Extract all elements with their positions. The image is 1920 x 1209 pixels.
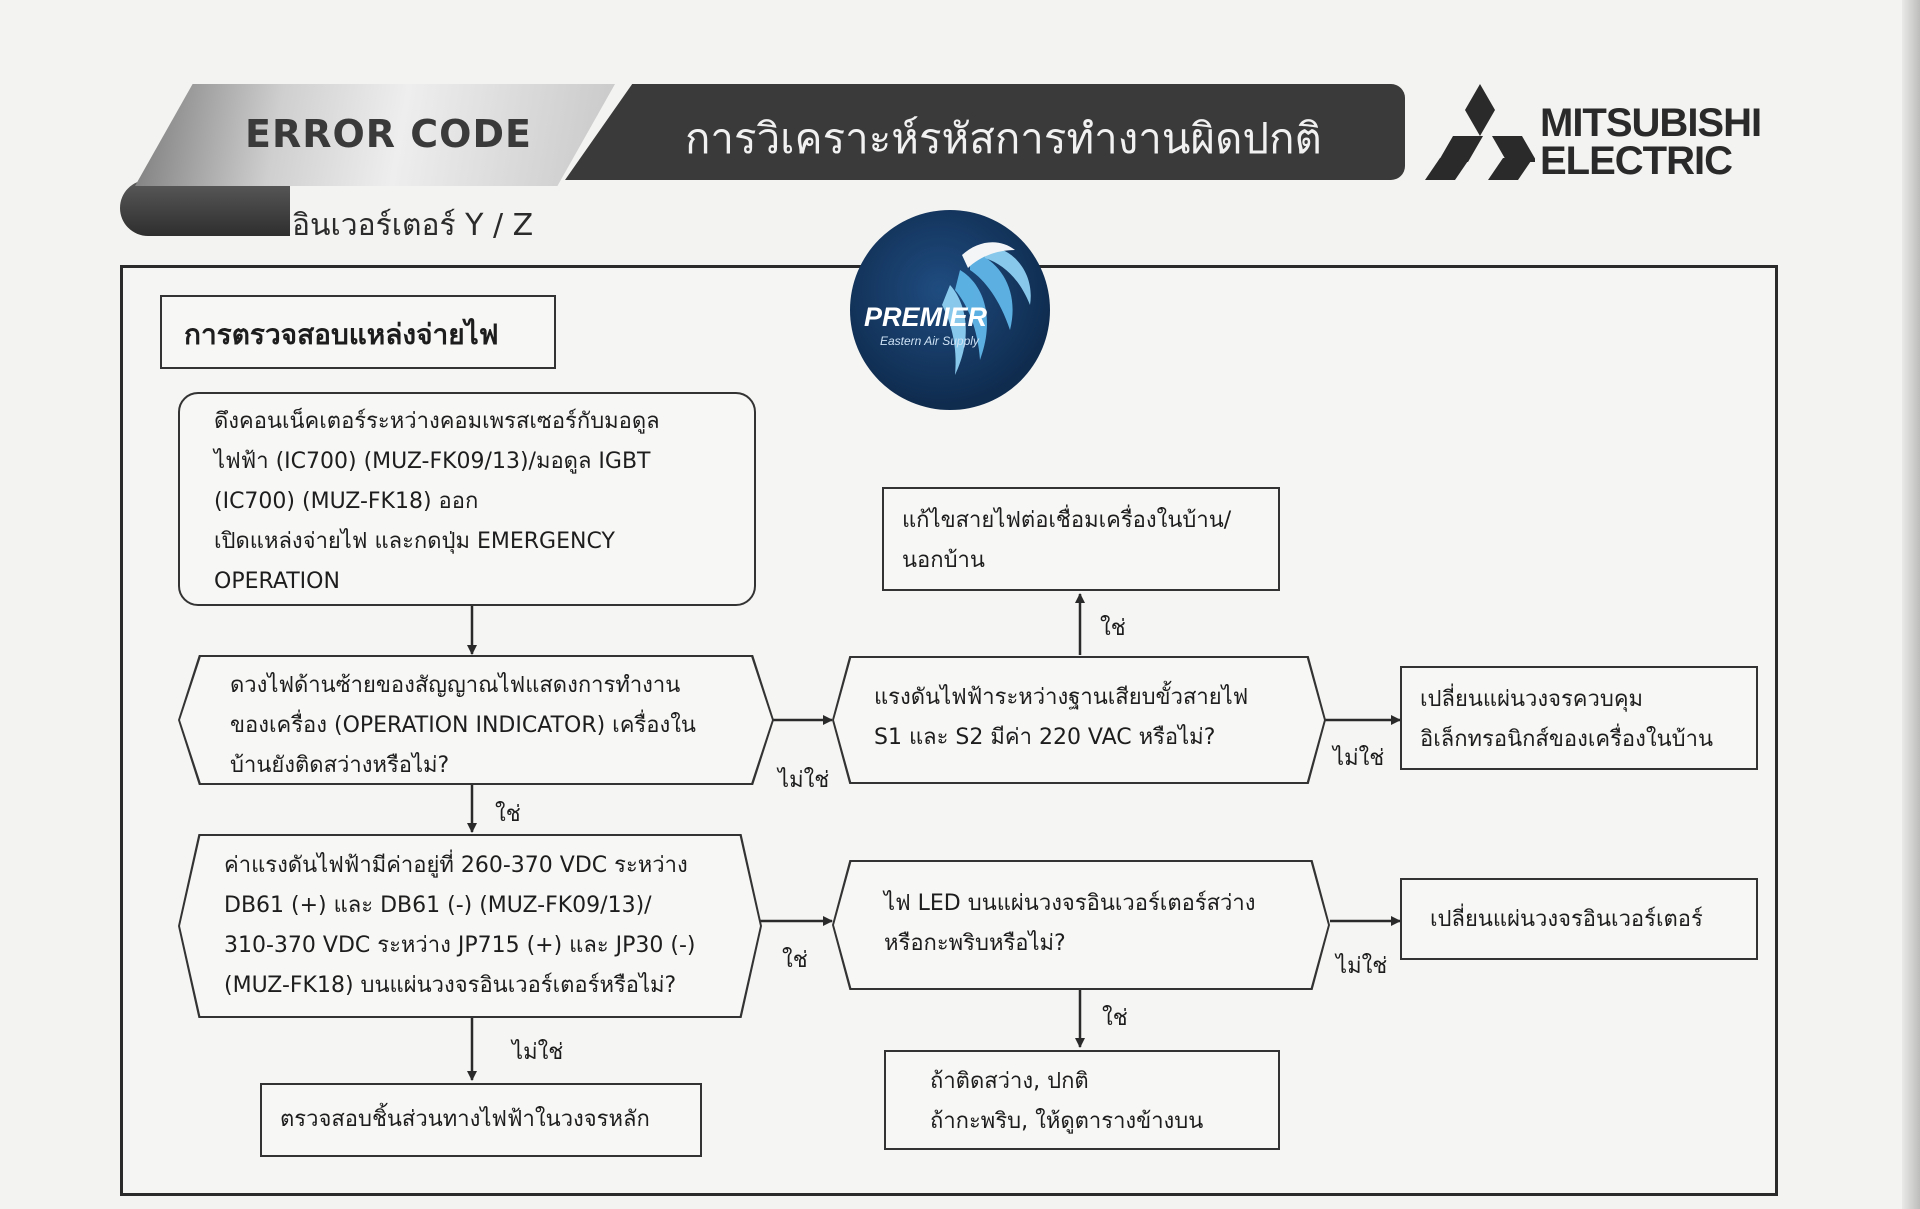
- decision4-line: ไฟ LED บนแผ่นวงจรอินเวอร์เตอร์สว่าง: [884, 891, 1256, 916]
- decision2-line: ค่าแรงดันไฟฟ้ามีค่าอยู่ที่ 260-370 VDC ร…: [224, 853, 688, 878]
- premier-tagline: Eastern Air Supply: [880, 334, 979, 348]
- decision-operation-indicator: ดวงไฟด้านซ้ายของสัญญาณไฟแสดงการทำงาน ของ…: [178, 655, 774, 785]
- yes-label-d1: ใช่: [495, 802, 521, 827]
- start-line: OPERATION: [214, 569, 340, 594]
- check-main-circuit-box: ตรวจสอบชิ้นส่วนทางไฟฟ้าในวงจรหลัก: [260, 1083, 702, 1157]
- decision-inverter-led: ไฟ LED บนแผ่นวงจรอินเวอร์เตอร์สว่าง หรือ…: [832, 860, 1330, 990]
- no-label-d4: ไม่ใช่: [1336, 954, 1388, 979]
- decision2-line: (MUZ-FK18) บนแผ่นวงจรอินเวอร์เตอร์หรือไม…: [224, 973, 677, 998]
- premier-logo: PREMIER Eastern Air Supply: [850, 210, 1050, 410]
- mitsubishi-diamonds-icon: [1425, 84, 1535, 180]
- decision-dc-voltage: ค่าแรงดันไฟฟ้ามีค่าอยู่ที่ 260-370 VDC ร…: [178, 834, 762, 1018]
- header-silver-band: [135, 84, 615, 186]
- fix-wiring-line: นอกบ้าน: [902, 548, 985, 573]
- yes-label-d4: ใช่: [1102, 1006, 1128, 1031]
- logo-line-2: ELECTRIC: [1540, 139, 1733, 183]
- start-step-box: ดึงคอนเน็คเตอร์ระหว่างคอมเพรสเซอร์กับมอด…: [178, 392, 756, 606]
- start-line: ไฟฟ้า (IC700) (MUZ-FK09/13)/มอดูล IGBT: [214, 449, 651, 474]
- premier-swirl-icon: [942, 242, 1031, 375]
- decision3-line: S1 และ S2 มีค่า 220 VAC หรือไม่?: [874, 725, 1216, 750]
- flowchart-title: การตรวจสอบแหล่งจ่ายไฟ: [160, 295, 556, 369]
- mitsubishi-logo-text: MITSUBISHI ELECTRIC: [1540, 101, 1762, 183]
- result-line: ถ้าติดสว่าง, ปกติ: [930, 1069, 1089, 1094]
- replace-indoor-line: เปลี่ยนแผ่นวงจรควบคุม: [1420, 687, 1644, 712]
- decision2-line: DB61 (+) และ DB61 (-) (MUZ-FK09/13)/: [224, 893, 652, 918]
- decision3-line: แรงดันไฟฟ้าระหว่างฐานเสียบขั้วสายไฟ: [874, 685, 1249, 710]
- decision4-line: หรือกะพริบหรือไม่?: [884, 931, 1066, 956]
- replace-inverter-text: เปลี่ยนแผ่นวงจรอินเวอร์เตอร์: [1430, 907, 1703, 932]
- page-title: การวิเคราะห์รหัสการทำงานผิดปกติ: [685, 114, 1322, 163]
- replace-indoor-line: อิเล็กทรอนิกส์ของเครื่องในบ้าน: [1420, 727, 1713, 752]
- replace-inverter-board-box: เปลี่ยนแผ่นวงจรอินเวอร์เตอร์: [1400, 878, 1758, 960]
- no-label-d3: ไม่ใช่: [1333, 746, 1385, 771]
- logo-line-1: MITSUBISHI: [1540, 101, 1762, 145]
- yes-label-d2: ใช่: [782, 948, 808, 973]
- start-line: (IC700) (MUZ-FK18) ออก: [214, 489, 479, 514]
- decision1-line: บ้านยังติดสว่างหรือไม่?: [230, 753, 450, 778]
- premier-name: PREMIER: [864, 302, 988, 332]
- replace-indoor-board-box: เปลี่ยนแผ่นวงจรควบคุม อิเล็กทรอนิกส์ของเ…: [1400, 666, 1758, 770]
- fix-wiring-box: แก้ไขสายไฟต่อเชื่อมเครื่องในบ้าน/ นอกบ้า…: [882, 487, 1280, 591]
- page-edge-shadow: [1902, 0, 1920, 1209]
- no-label-d2: ไม่ใช่: [512, 1040, 564, 1065]
- no-label-d1: ไม่ใช่: [778, 768, 830, 793]
- yes-label-d3: ใช่: [1100, 616, 1126, 641]
- start-line: ดึงคอนเน็คเตอร์ระหว่างคอมเพรสเซอร์กับมอด…: [214, 409, 660, 434]
- decision2-line: 310-370 VDC ระหว่าง JP715 (+) และ JP30 (…: [224, 933, 696, 958]
- result-line: ถ้ากะพริบ, ให้ดูตารางข้างบน: [930, 1109, 1204, 1134]
- check-main-text: ตรวจสอบชิ้นส่วนทางไฟฟ้าในวงจรหลัก: [280, 1107, 650, 1132]
- decision1-line: ดวงไฟด้านซ้ายของสัญญาณไฟแสดงการทำงาน: [230, 673, 681, 698]
- page-subtitle: อินเวอร์เตอร์ Y / Z: [292, 208, 534, 243]
- decision1-line: ของเครื่อง (OPERATION INDICATOR) เครื่อง…: [230, 713, 696, 738]
- decision-ac-voltage: แรงดันไฟฟ้าระหว่างฐานเสียบขั้วสายไฟ S1 แ…: [832, 656, 1326, 784]
- led-result-box: ถ้าติดสว่าง, ปกติ ถ้ากะพริบ, ให้ดูตารางข…: [884, 1050, 1280, 1150]
- start-line: เปิดแหล่งจ่ายไฟ และกดปุ่ม EMERGENCY: [214, 529, 615, 554]
- header-ribbon: [120, 180, 290, 236]
- error-code-label: ERROR CODE: [245, 112, 532, 156]
- header-dark-band: [565, 84, 1405, 180]
- fix-wiring-line: แก้ไขสายไฟต่อเชื่อมเครื่องในบ้าน/: [902, 508, 1232, 533]
